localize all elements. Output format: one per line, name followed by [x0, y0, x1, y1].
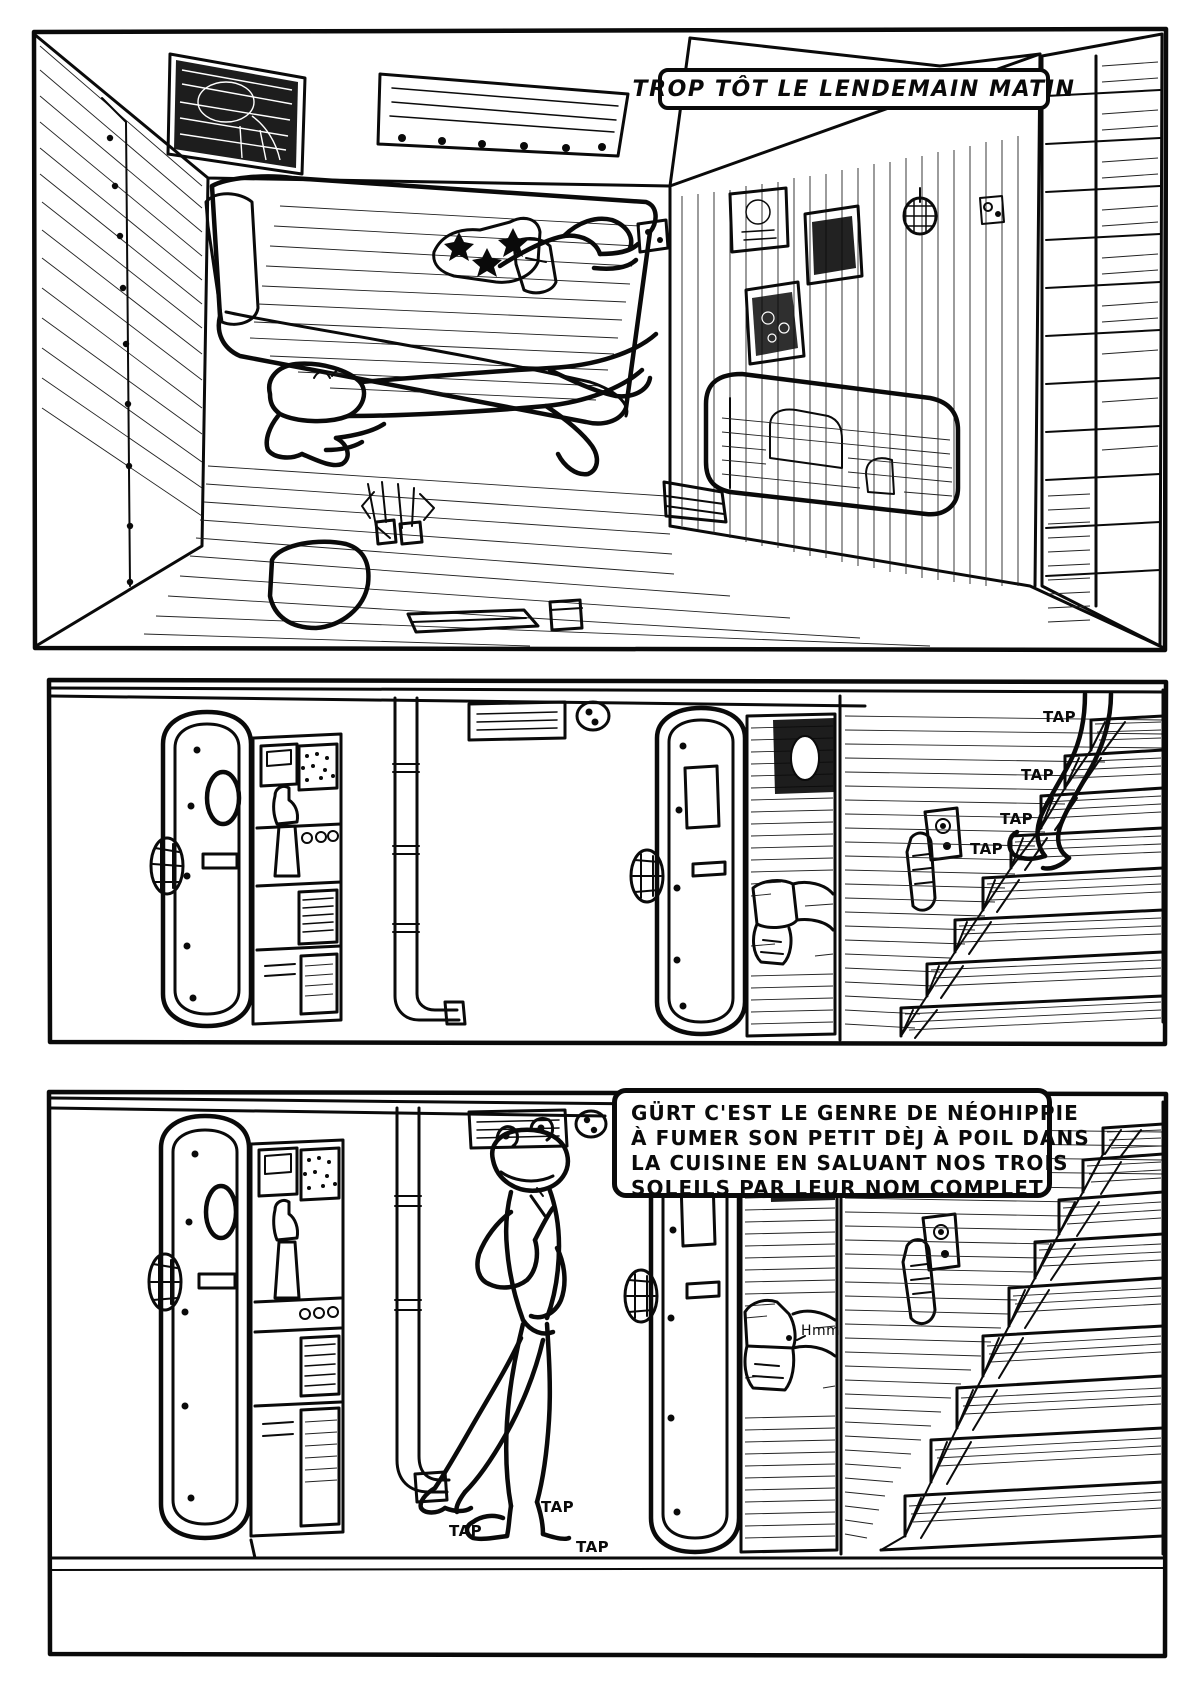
panel-2-artwork [46, 677, 1169, 1047]
floor-box [662, 480, 728, 524]
floor-plant [361, 481, 435, 546]
bubble-line-4: SOLEILS PAR LEUR NOM COMPLET [631, 1176, 1044, 1200]
ceiling-vent [376, 72, 630, 158]
walking-character [418, 1116, 572, 1542]
wall-lamp [902, 187, 938, 236]
floor-rug [267, 539, 371, 631]
comic-panel-2: TAP TAP TAP TAP [45, 676, 1170, 1048]
right-wall-ladder [1040, 32, 1164, 648]
sfx-tap: TAP [576, 1538, 610, 1556]
door-wheel-left-3 [147, 1252, 183, 1312]
ceiling-light-3 [574, 1109, 608, 1139]
staircase-2 [899, 688, 1165, 1039]
sfx-tap: TAP [1043, 708, 1077, 726]
sfx-tap: TAP [541, 1498, 575, 1516]
sleeping-character [264, 216, 659, 477]
sfx-hmm: Hmm [801, 1323, 841, 1339]
vertical-pipe-3 [394, 1106, 451, 1504]
sfx-tap: TAP [1000, 810, 1034, 828]
sfx-tap: TAP [1021, 766, 1055, 784]
legs-on-stairs [1007, 691, 1114, 871]
wall-device [905, 806, 963, 912]
ceiling-light-2 [575, 700, 611, 732]
wall-switch [979, 195, 1005, 225]
door-wheel-left [149, 836, 185, 896]
wall-picture-left [166, 52, 307, 176]
wall-picture-a [728, 186, 790, 254]
door-wheel-right-3 [623, 1268, 659, 1324]
floor-book [406, 608, 540, 634]
wall-picture-b [803, 204, 864, 286]
bubble-line-1: GÜRT C'EST LE GENRE DE NÉOHIPPIE [631, 1101, 1079, 1125]
suitcase [703, 371, 961, 517]
bubble-line-2: À FUMER SON PETIT DÈJ À POIL DANS [631, 1126, 1090, 1150]
sfx-tap: TAP [449, 1522, 483, 1540]
wall-hook [636, 218, 670, 254]
right-room-interior [745, 712, 837, 1038]
staircase-3 [879, 1100, 1165, 1556]
left-room-interior-3 [249, 1138, 345, 1538]
airlock-door-left-3 [147, 1113, 252, 1541]
floor-cup [548, 598, 584, 632]
vertical-pipe [392, 696, 467, 1026]
speech-bubble-neohippie: GÜRT C'EST LE GENRE DE NÉOHIPPIE À FUMER… [612, 1088, 1090, 1200]
comic-panel-3: TAP TAP TAP Hmm GÜRT C'EST LE GENRE DE N… [45, 1088, 1170, 1660]
ceiling-vent-2 [467, 700, 567, 742]
caption-box-top: TROP TÔT LE LENDEMAIN MATIN [632, 68, 1074, 110]
caption-text: TROP TÔT LE LENDEMAIN MATIN [632, 76, 1076, 102]
sfx-tap: TAP [970, 840, 1004, 858]
airlock-door-left [149, 709, 254, 1029]
comic-panel-1: TROP TÔT LE LENDEMAIN MATIN [30, 26, 1170, 654]
door-wheel-right [629, 848, 665, 904]
panel-1-artwork [31, 26, 1169, 653]
airlock-door-right [629, 705, 748, 1037]
wall-picture-c [744, 280, 806, 366]
left-room-interior [251, 732, 343, 1026]
bubble-line-3: LA CUISINE EN SALUANT NOS TROIS [631, 1151, 1069, 1175]
wall-device-3 [901, 1212, 961, 1326]
